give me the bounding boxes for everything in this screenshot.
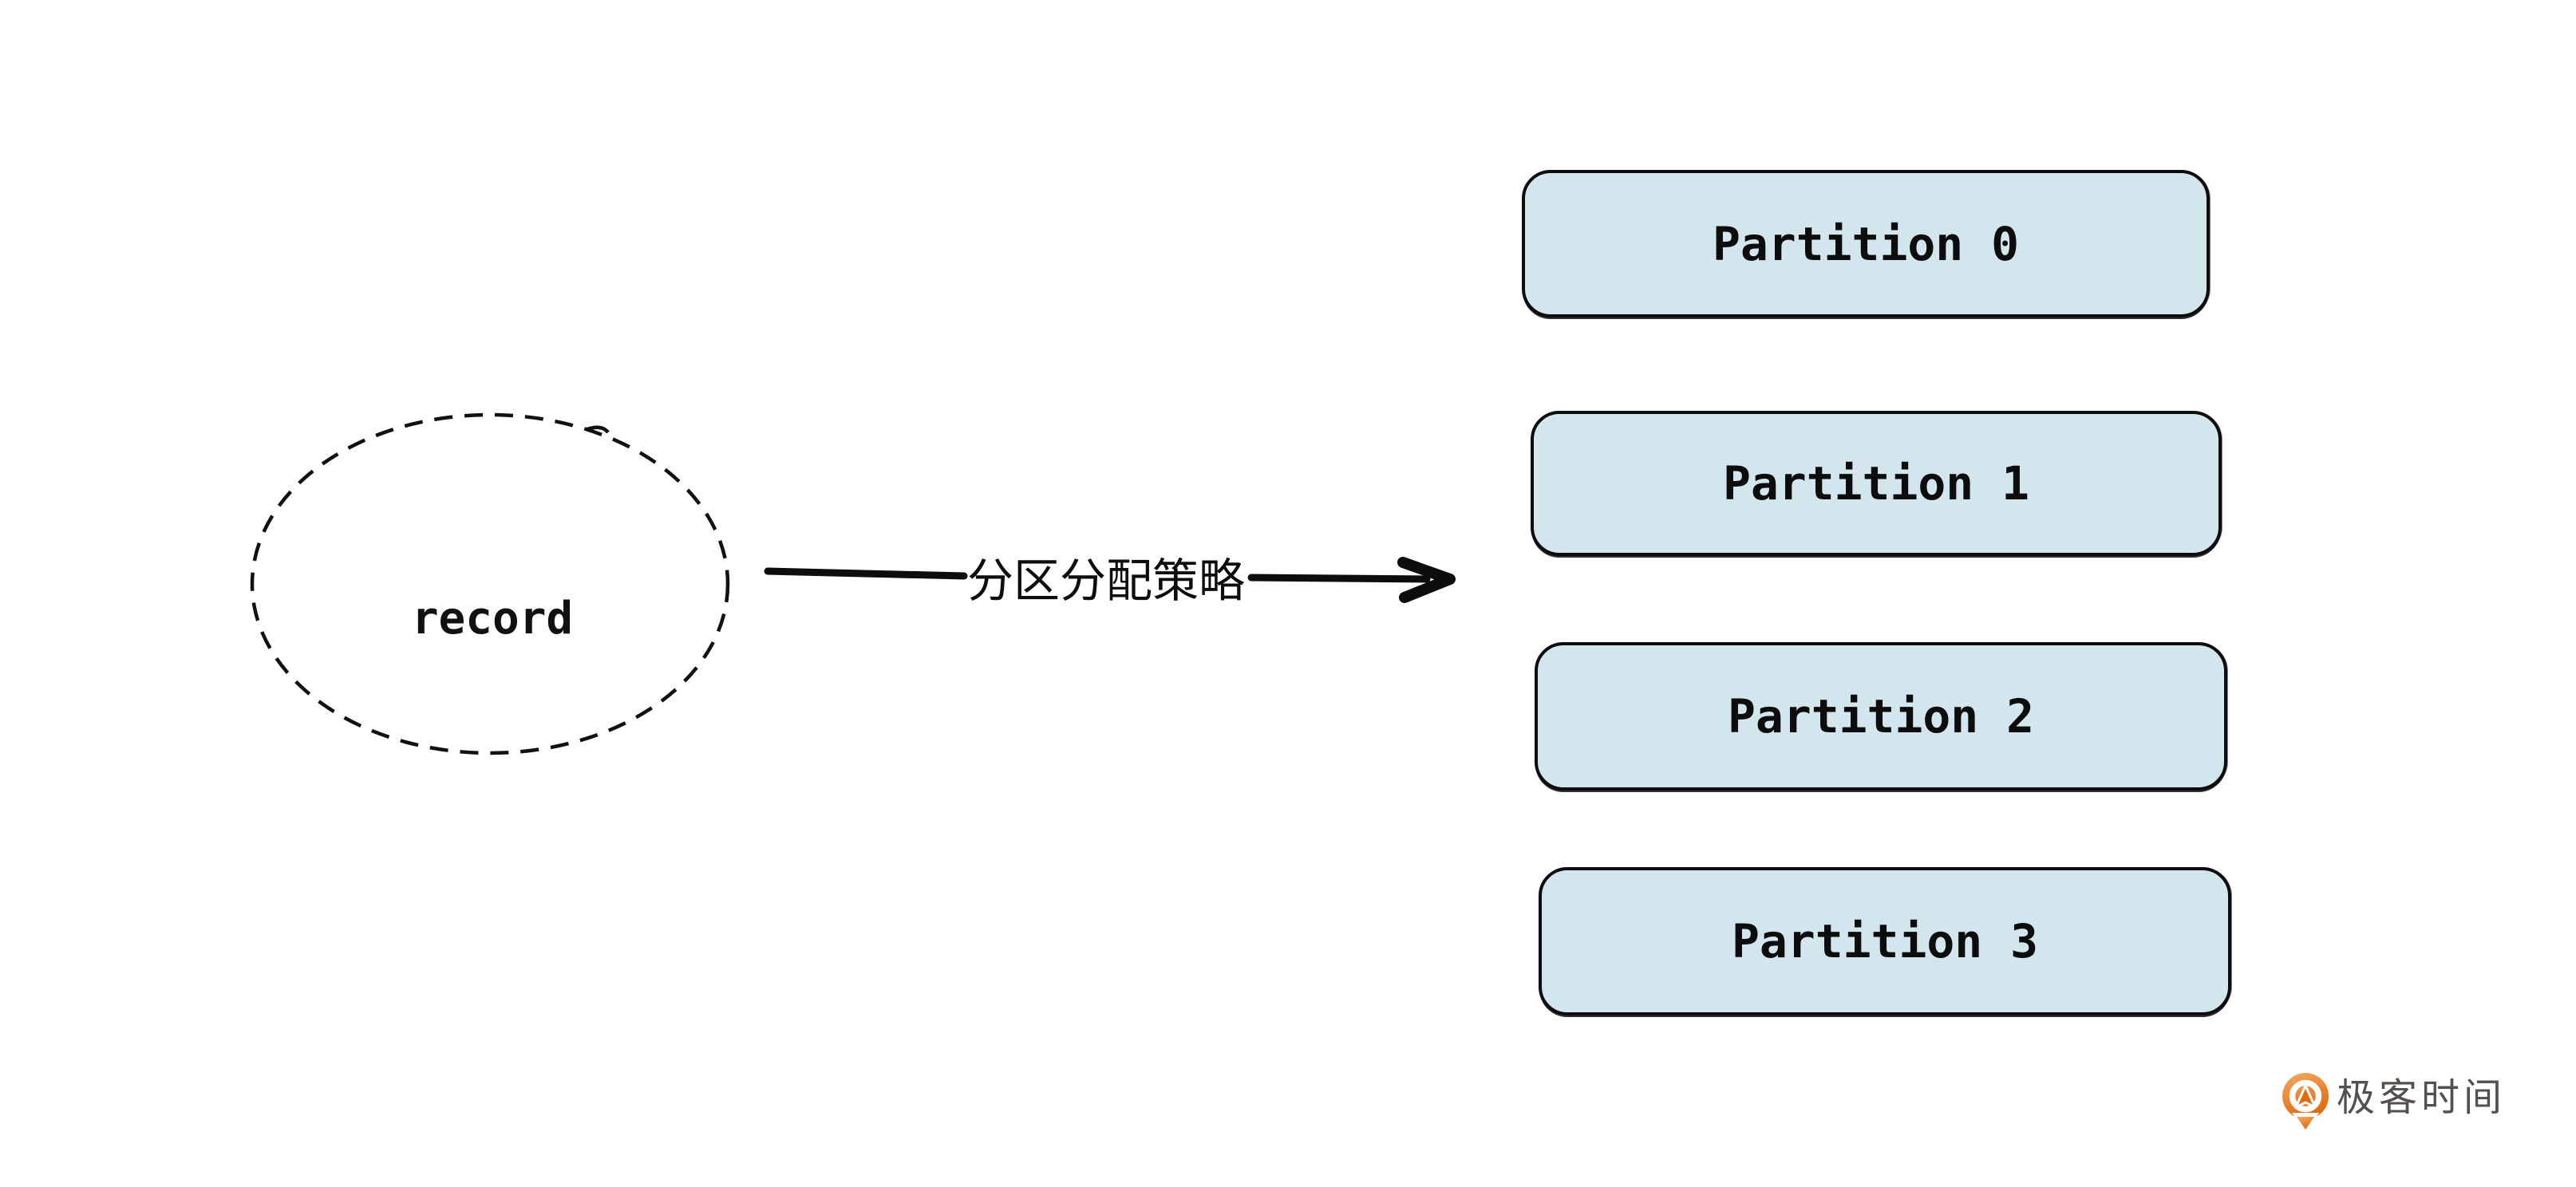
partition-box-0: Partition 0 <box>1522 170 2210 317</box>
brand-name: 极客时间 <box>2337 1077 2507 1119</box>
record-node-ellipse <box>250 412 730 755</box>
geektime-logo-icon <box>2282 1073 2329 1132</box>
partition-label: Partition 2 <box>1727 689 2035 743</box>
partition-box-1: Partition 1 <box>1531 411 2222 556</box>
partition-box-2: Partition 2 <box>1535 642 2227 791</box>
partition-box-3: Partition 3 <box>1539 867 2231 1015</box>
partition-label: Partition 3 <box>1731 914 2039 968</box>
record-label: record <box>411 592 574 645</box>
partition-label: Partition 1 <box>1722 456 2030 511</box>
brand-logo: 极客时间 <box>2279 1066 2519 1138</box>
partition-label: Partition 0 <box>1712 216 2020 271</box>
arrow-label: 分区分配策略 <box>966 555 1245 607</box>
partition-strategy-arrow <box>764 557 1456 603</box>
